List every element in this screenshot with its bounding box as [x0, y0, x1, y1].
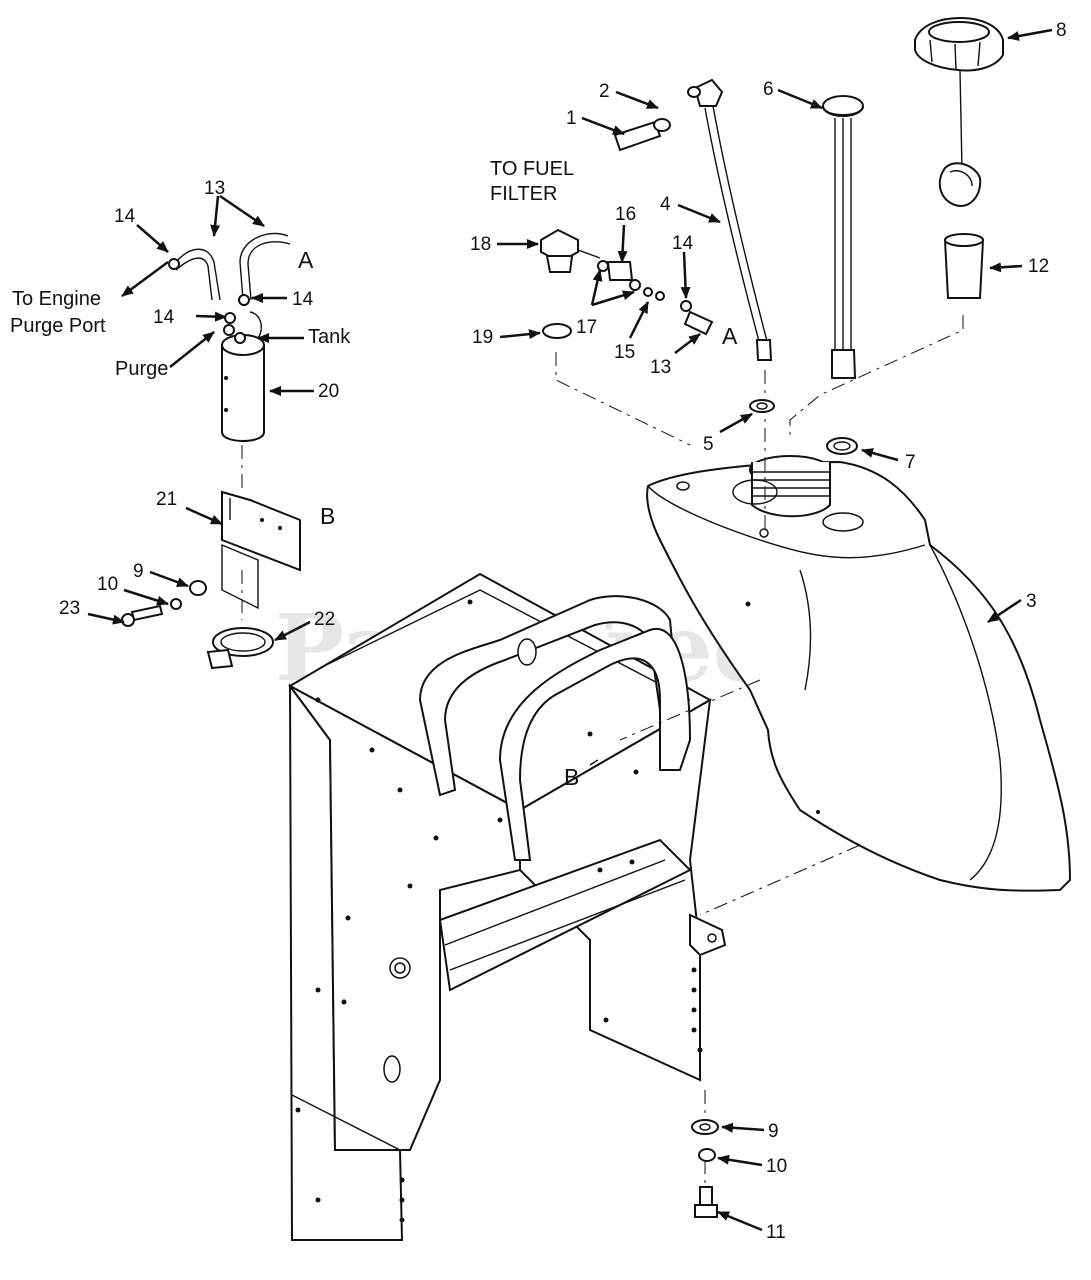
callout-numbers: 1 2 3 4 5 6 7 8 9 10 11 12 13 13 14 14 1…	[59, 20, 1067, 1243]
label-filter: FILTER	[490, 183, 557, 205]
callout-10-lower: 10	[766, 1156, 787, 1177]
callout-18: 18	[470, 234, 491, 255]
charcoal-canister	[221, 311, 265, 442]
hose-clamp	[206, 627, 274, 670]
fuel-tank	[646, 455, 1072, 892]
ref-a-canister: A	[298, 247, 314, 273]
hose-clamp-assembly	[613, 86, 701, 152]
fuel-line	[693, 78, 773, 361]
canister-bracket	[221, 490, 301, 610]
frame	[287, 572, 727, 1241]
callout-23: 23	[59, 598, 80, 619]
fuel-gauge	[822, 95, 864, 379]
bushing	[749, 399, 775, 413]
callout-13-upper: 13	[204, 178, 225, 199]
ref-a-fitting: A	[722, 323, 738, 349]
callout-20: 20	[318, 381, 339, 402]
callout-4: 4	[660, 194, 671, 215]
callout-9-lower: 9	[768, 1121, 779, 1142]
callout-19: 19	[472, 327, 493, 348]
mounting-hardware-lower	[691, 1119, 719, 1218]
ref-b-bracket: B	[320, 503, 335, 529]
callout-1: 1	[566, 108, 577, 129]
label-tank: Tank	[308, 326, 351, 348]
callout-15: 15	[614, 342, 635, 363]
callout-13-lower: 13	[650, 357, 671, 378]
fuel-cap	[914, 16, 1004, 207]
callout-14-d: 14	[672, 233, 694, 254]
callout-16: 16	[615, 204, 636, 225]
callout-3: 3	[1026, 591, 1037, 612]
callout-14-a: 14	[114, 206, 136, 227]
callout-11: 11	[766, 1222, 786, 1243]
mounting-hardware-upper	[121, 580, 207, 627]
callout-12: 12	[1028, 256, 1049, 277]
callout-2: 2	[599, 81, 610, 102]
label-to-engine: To Engine	[12, 288, 101, 310]
leader-arrows	[87, 28, 1053, 1232]
callout-10-upper: 10	[97, 574, 118, 595]
label-purge: Purge	[115, 358, 168, 380]
grommet	[826, 437, 858, 455]
callout-7: 7	[905, 452, 916, 473]
text-labels: TO FUEL FILTER To Engine Purge Port Purg…	[10, 158, 738, 790]
callout-14-c: 14	[153, 307, 175, 328]
shutoff-valve	[540, 228, 601, 273]
tank-grommet	[542, 323, 572, 339]
callout-14-b: 14	[292, 289, 314, 310]
callout-21: 21	[156, 489, 177, 510]
alignment-lines	[241, 315, 964, 1185]
label-to-fuel: TO FUEL	[490, 158, 574, 180]
callout-8: 8	[1056, 20, 1067, 41]
purge-hoses	[168, 232, 291, 324]
label-purge-port: Purge Port	[10, 315, 106, 337]
callout-22: 22	[314, 609, 335, 630]
ref-b-frame: B	[564, 764, 579, 790]
callout-6: 6	[763, 79, 774, 100]
callout-5: 5	[703, 434, 714, 455]
filler-screen	[943, 233, 985, 299]
callout-17: 17	[576, 317, 597, 338]
fuel-filter-fittings	[597, 260, 714, 336]
callout-9-upper: 9	[133, 561, 144, 582]
